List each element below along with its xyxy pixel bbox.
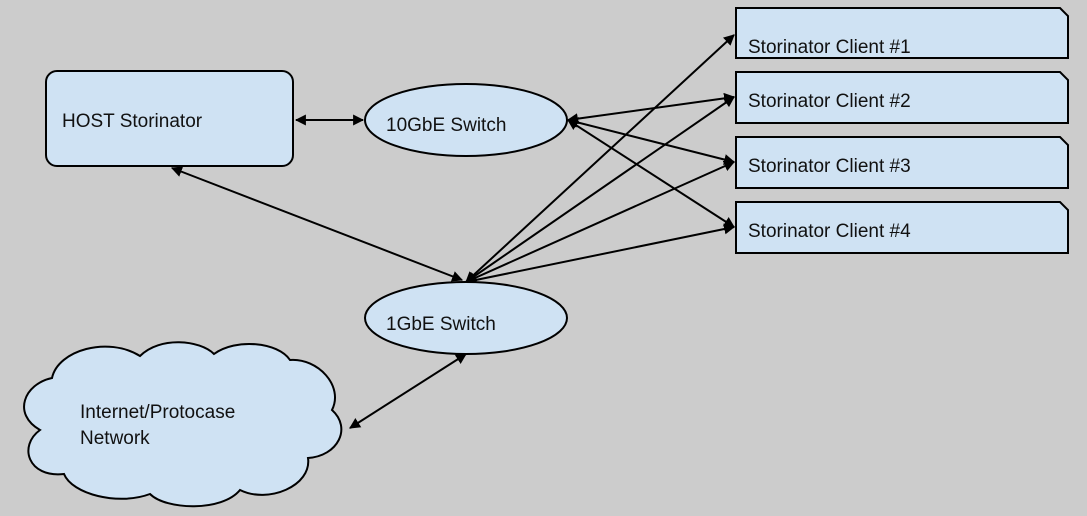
network-label-line1: Internet/Protocase	[80, 402, 235, 423]
edge-1g-client-3	[464, 161, 736, 283]
connectors	[170, 34, 736, 429]
switch-1gbe-node: 1GbE Switch	[364, 281, 568, 355]
edge-host-1g	[170, 166, 464, 282]
client-label-1: Storinator Client #1	[748, 37, 911, 58]
client-label-4: Storinator Client #4	[748, 221, 911, 242]
client-node-3: Storinator Client #3	[735, 136, 1069, 189]
edge-1g-network	[349, 353, 467, 429]
client-label-3: Storinator Client #3	[748, 156, 911, 177]
client-node-4: Storinator Client #4	[735, 201, 1069, 254]
edge-1g-client-1	[465, 34, 735, 283]
edge-10g-client-2	[566, 92, 736, 125]
client-node-2: Storinator Client #2	[735, 71, 1069, 124]
host-node: HOST Storinator	[45, 70, 294, 167]
client-node-1: Storinator Client #1	[735, 7, 1069, 59]
client-label-2: Storinator Client #2	[748, 91, 911, 112]
switch-10gbe-node: 10GbE Switch	[364, 83, 568, 157]
host-label: HOST Storinator	[62, 111, 203, 132]
network-label-line2: Network	[80, 428, 150, 449]
edge-1g-client-4	[464, 223, 736, 286]
switch-10gbe-label: 10GbE Switch	[386, 115, 506, 136]
internet-cloud-node: Internet/Protocase Network	[23, 341, 343, 508]
edge-10g-client-3	[566, 117, 736, 165]
switch-1gbe-label: 1GbE Switch	[386, 314, 496, 335]
